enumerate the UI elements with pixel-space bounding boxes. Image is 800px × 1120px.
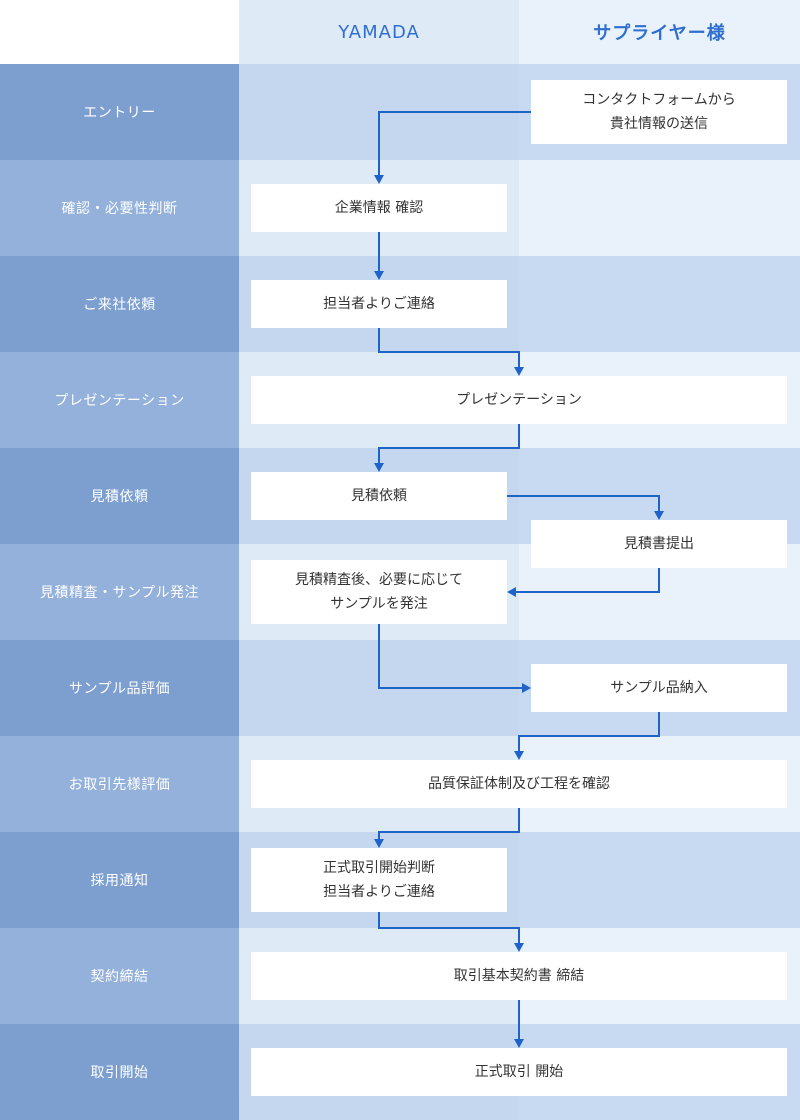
- step-sample-delivery: サンプル品納入: [531, 664, 787, 712]
- stage-label-contract-signing: 契約締結: [0, 928, 239, 1024]
- step-official-start-decision-line-2: 担当者よりご連絡: [323, 884, 435, 900]
- stage-label-adoption-notice: 採用通知: [0, 832, 239, 928]
- yamada-cell-sample-evaluation: [239, 640, 519, 736]
- supplier-column-header: サプライヤー様: [519, 0, 800, 64]
- step-company-info-check: 企業情報 確認: [251, 184, 507, 232]
- step-official-start-decision-line-1: 正式取引開始判断: [323, 860, 435, 876]
- header-blank: [0, 0, 239, 64]
- stage-label-transaction-start: 取引開始: [0, 1024, 239, 1120]
- step-contact-from-staff: 担当者よりご連絡: [251, 280, 507, 328]
- stage-label-presentation: プレゼンテーション: [0, 352, 239, 448]
- stage-label-confirmation-judgment: 確認・必要性判断: [0, 160, 239, 256]
- step-quote-review-line-1: 見積精査後、必要に応じて: [295, 572, 463, 588]
- stage-label-entry: エントリー: [0, 64, 239, 160]
- stage-label-supplier-evaluation: お取引先様評価: [0, 736, 239, 832]
- step-quote-review-line-2: サンプルを発注: [330, 596, 428, 612]
- stage-label-quote-review-sample-order: 見積精査・サンプル発注: [0, 544, 239, 640]
- step-basic-contract: 取引基本契約書 締結: [251, 952, 787, 1000]
- step-quality-check: 品質保証体制及び工程を確認: [251, 760, 787, 808]
- supplier-cell-visit-request: [519, 256, 800, 352]
- step-contact-form-line-1: コンタクトフォームから: [582, 92, 736, 108]
- step-presentation: プレゼンテーション: [251, 376, 787, 424]
- stage-label-quote-request: 見積依頼: [0, 448, 239, 544]
- step-quote-submission: 見積書提出: [531, 520, 787, 568]
- yamada-column-header: YAMADA: [239, 0, 519, 64]
- step-quote-request: 見積依頼: [251, 472, 507, 520]
- stage-label-sample-evaluation: サンプル品評価: [0, 640, 239, 736]
- stage-label-visit-request: ご来社依頼: [0, 256, 239, 352]
- step-official-start-decision: 正式取引開始判断 担当者よりご連絡: [251, 848, 507, 912]
- yamada-cell-entry: [239, 64, 519, 160]
- supplier-cell-adoption-notice: [519, 832, 800, 928]
- step-quote-review: 見積精査後、必要に応じて サンプルを発注: [251, 560, 507, 624]
- step-contact-form-line-2: 貴社情報の送信: [610, 116, 708, 132]
- step-official-start: 正式取引 開始: [251, 1048, 787, 1096]
- supplier-cell-confirmation-judgment: [519, 160, 800, 256]
- step-contact-form: コンタクトフォームから 貴社情報の送信: [531, 80, 787, 144]
